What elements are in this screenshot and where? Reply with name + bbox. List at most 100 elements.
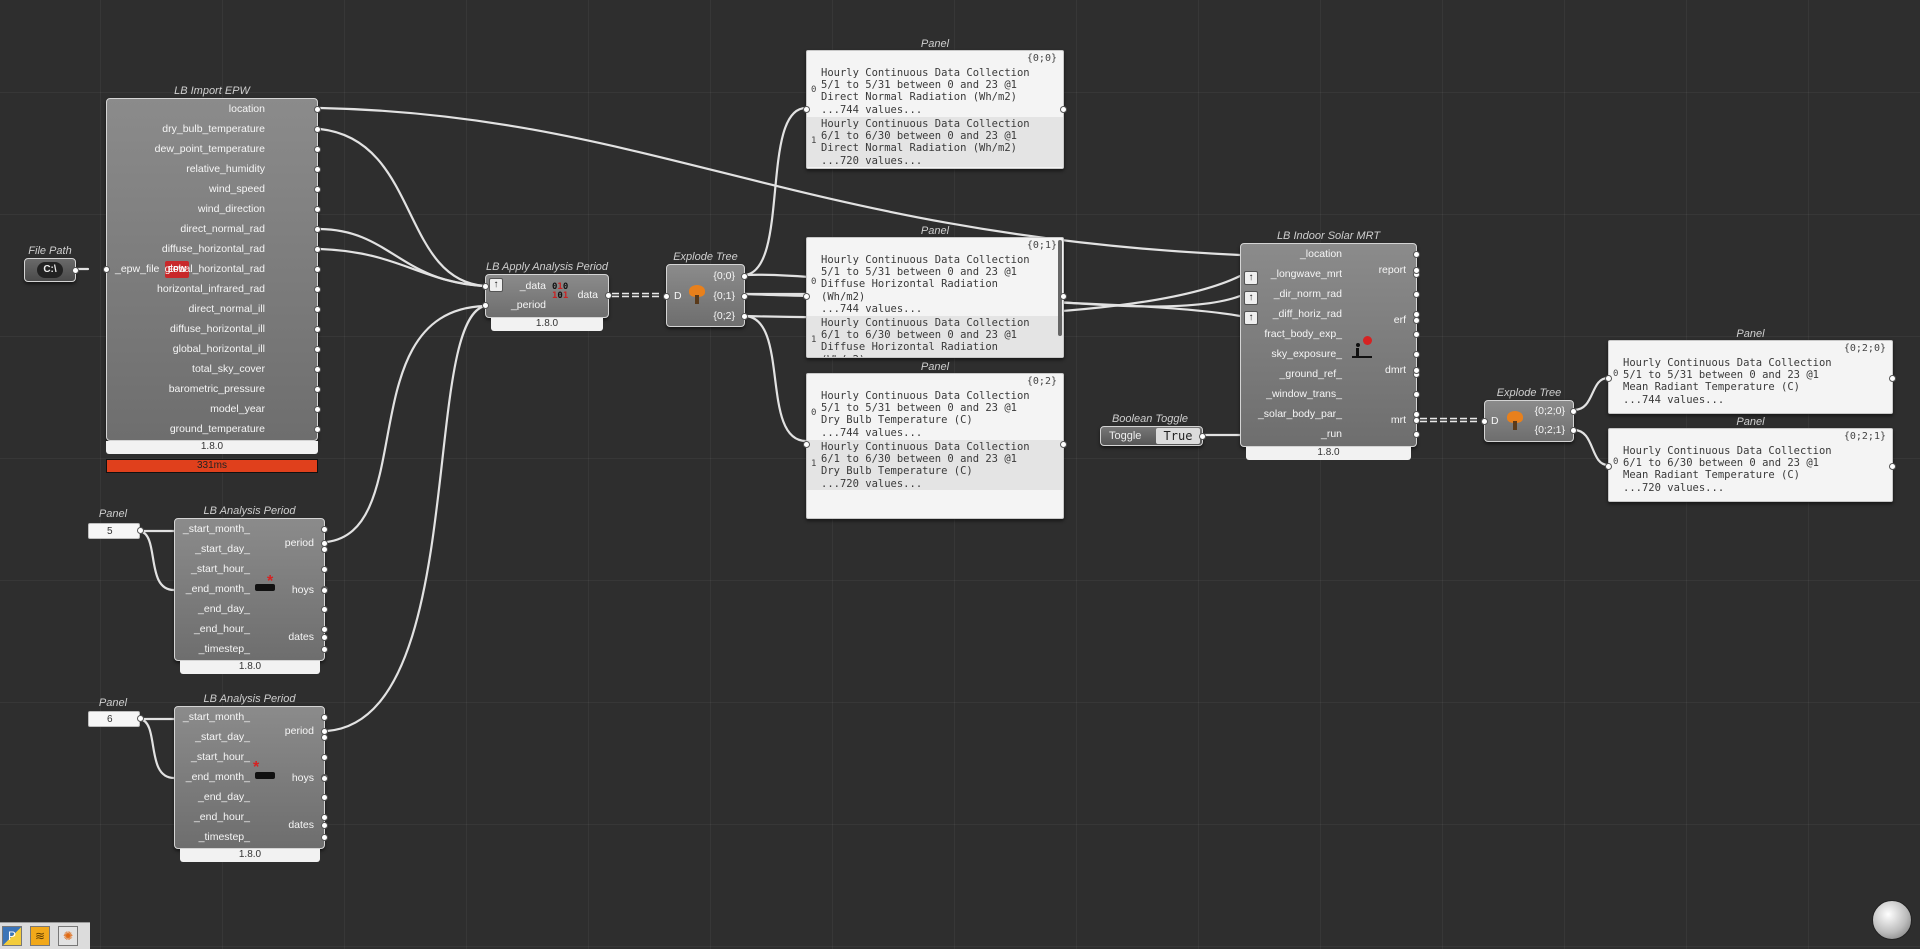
panel-0-2-0-output-dot[interactable] bbox=[1889, 375, 1896, 382]
mrt-input-fract-body-exp[interactable]: fract_body_exp_ bbox=[1264, 328, 1342, 340]
mrt-input-longwave-mrt[interactable]: _longwave_mrt bbox=[1270, 268, 1342, 280]
ap1-input-start-hour-dot[interactable] bbox=[321, 566, 328, 573]
ap1-input-end-day-dot[interactable] bbox=[321, 606, 328, 613]
mrt-output-report-dot[interactable] bbox=[1413, 267, 1420, 274]
ap1-input-end-day[interactable]: _end_day_ bbox=[198, 603, 250, 615]
panel-0-2-1-input-dot[interactable] bbox=[1605, 463, 1612, 470]
mrt-output-erf[interactable]: erf bbox=[1393, 314, 1406, 326]
epw-output-global-horizontal-ill[interactable]: global_horizontal_ill bbox=[172, 343, 265, 355]
panel-0-0-input-dot[interactable] bbox=[803, 106, 810, 113]
mrt-input-location-dot[interactable] bbox=[1413, 251, 1420, 258]
epw-output-model-year-dot[interactable] bbox=[314, 406, 321, 413]
epw-output-dry-bulb-temperature-dot[interactable] bbox=[314, 126, 321, 133]
panel-0-1[interactable]: Panel {0;1} 0 Hourly Continuous Data Col… bbox=[803, 225, 1067, 358]
ap2-output-hoys[interactable]: hoys bbox=[291, 772, 314, 784]
ap1-input-timestep[interactable]: _timestep_ bbox=[198, 643, 250, 655]
epw-output-global-horizontal-ill-dot[interactable] bbox=[314, 346, 321, 353]
epw-output-direct-normal-rad-dot[interactable] bbox=[314, 226, 321, 233]
mrt-output-dmrt-dot[interactable] bbox=[1413, 367, 1420, 374]
ap1-input-end-hour-dot[interactable] bbox=[321, 626, 328, 633]
ap1-input-timestep-dot[interactable] bbox=[321, 646, 328, 653]
epw-output-wind-direction-dot[interactable] bbox=[314, 206, 321, 213]
epw-output-ground-temperature[interactable]: ground_temperature bbox=[169, 423, 265, 435]
panel-5-output-dot[interactable] bbox=[137, 527, 144, 534]
apply-period-output-dot[interactable] bbox=[605, 292, 612, 299]
mrt-input-sky-exposure-dot[interactable] bbox=[1413, 351, 1420, 358]
panel-0-2-input-dot[interactable] bbox=[803, 441, 810, 448]
mrt-input-run-dot[interactable] bbox=[1413, 431, 1420, 438]
explode-tree-1-output-2-dot[interactable] bbox=[741, 313, 748, 320]
mrt-input-ground-ref[interactable]: _ground_ref_ bbox=[1279, 368, 1342, 380]
epw-output-total-sky-cover-dot[interactable] bbox=[314, 366, 321, 373]
panel-0-2[interactable]: Panel {0;2} 0 Hourly Continuous Data Col… bbox=[803, 361, 1067, 519]
ap2-output-dates-dot[interactable] bbox=[321, 822, 328, 829]
ap1-input-start-day[interactable]: _start_day_ bbox=[195, 543, 250, 555]
file-path-param[interactable]: File Path C:\ bbox=[24, 245, 79, 282]
panel-0-0-output-dot[interactable] bbox=[1060, 106, 1067, 113]
mrt-input-dir-norm-rad-dot[interactable] bbox=[1413, 291, 1420, 298]
ap1-output-dates-dot[interactable] bbox=[321, 634, 328, 641]
panel-0-2-0[interactable]: Panel {0;2;0} 0 Hourly Continuous Data C… bbox=[1605, 328, 1896, 414]
panel-0-2-0-input-dot[interactable] bbox=[1605, 375, 1612, 382]
explode-tree-1-input-dot[interactable] bbox=[663, 293, 670, 300]
epw-output-barometric-pressure-dot[interactable] bbox=[314, 386, 321, 393]
mrt-input-window-trans[interactable]: _window_trans_ bbox=[1266, 388, 1342, 400]
apply-period-input-dot-2[interactable] bbox=[482, 302, 489, 309]
epw-output-total-sky-cover[interactable]: total_sky_cover bbox=[192, 363, 265, 375]
mrt-input-fract-body-exp-dot[interactable] bbox=[1413, 331, 1420, 338]
ap1-input-start-month[interactable]: _start_month_ bbox=[182, 523, 250, 535]
epw-output-global-horizontal-rad[interactable]: global_horizontal_rad bbox=[164, 263, 265, 275]
ap2-output-period[interactable]: period bbox=[284, 725, 314, 737]
mrt-output-dmrt[interactable]: dmrt bbox=[1385, 364, 1406, 376]
apply-period-input-dot-1[interactable] bbox=[482, 283, 489, 290]
ap1-input-start-hour[interactable]: _start_hour_ bbox=[191, 563, 250, 575]
epw-output-diffuse-horizontal-rad-dot[interactable] bbox=[314, 246, 321, 253]
explode-tree-2-input-dot[interactable] bbox=[1481, 418, 1488, 425]
epw-output-diffuse-horizontal-ill-dot[interactable] bbox=[314, 326, 321, 333]
boolean-toggle[interactable]: Toggle True bbox=[1100, 426, 1206, 446]
epw-output-horizontal-infrared-rad[interactable]: horizontal_infrared_rad bbox=[157, 283, 265, 295]
ap1-input-start-day-dot[interactable] bbox=[321, 546, 328, 553]
explode-tree-1-output-1-dot[interactable] bbox=[741, 293, 748, 300]
ap2-input-end-hour[interactable]: _end_hour_ bbox=[193, 811, 250, 823]
explode-tree-2-output-0[interactable]: {0;2;0} bbox=[1534, 405, 1565, 417]
ap1-output-period-dot[interactable] bbox=[321, 540, 328, 547]
panel-6[interactable]: 6 bbox=[88, 711, 140, 727]
panel-0-0[interactable]: Panel {0;0} 0 Hourly Continuous Data Col… bbox=[803, 38, 1067, 169]
epw-output-ground-temperature-dot[interactable] bbox=[314, 426, 321, 433]
panel-6-output-dot[interactable] bbox=[137, 715, 144, 722]
mrt-input-diff-horiz-rad[interactable]: _diff_horiz_rad bbox=[1272, 308, 1342, 320]
ap1-output-dates[interactable]: dates bbox=[288, 631, 314, 643]
mrt-input-window-trans-dot[interactable] bbox=[1413, 391, 1420, 398]
ap2-input-start-month[interactable]: _start_month_ bbox=[182, 711, 250, 723]
lb-apply-analysis-period-node[interactable]: LB Apply Analysis Period ↑ _data _period… bbox=[482, 261, 612, 318]
ap1-input-end-hour[interactable]: _end_hour_ bbox=[193, 623, 250, 635]
epw-output-relative-humidity-dot[interactable] bbox=[314, 166, 321, 173]
explode-tree-1-output-0-dot[interactable] bbox=[741, 273, 748, 280]
ap1-output-hoys-dot[interactable] bbox=[321, 587, 328, 594]
epw-output-location[interactable]: location bbox=[228, 103, 265, 115]
panel-0-2-1-output-dot[interactable] bbox=[1889, 463, 1896, 470]
epw-output-location-dot[interactable] bbox=[314, 106, 321, 113]
mrt-input-run[interactable]: _run bbox=[1320, 428, 1342, 440]
mrt-input-location[interactable]: _location bbox=[1299, 248, 1342, 260]
navigation-sphere-icon[interactable] bbox=[1872, 900, 1912, 940]
explode-tree-1-output-1[interactable]: {0;1} bbox=[713, 290, 735, 302]
ap2-input-end-day[interactable]: _end_day_ bbox=[198, 791, 250, 803]
mrt-output-report[interactable]: report bbox=[1378, 264, 1406, 276]
epw-output-direct-normal-rad[interactable]: direct_normal_rad bbox=[180, 223, 265, 235]
ap2-input-start-day-dot[interactable] bbox=[321, 734, 328, 741]
mrt-output-mrt[interactable]: mrt bbox=[1390, 414, 1406, 426]
ap2-output-dates[interactable]: dates bbox=[288, 819, 314, 831]
ap1-output-period[interactable]: period bbox=[284, 537, 314, 549]
explode-tree-1-input[interactable]: D bbox=[674, 290, 682, 302]
epw-output-horizontal-infrared-rad-dot[interactable] bbox=[314, 286, 321, 293]
explode-tree-node-2[interactable]: Explode Tree D {0;2;0}{0;2;1} bbox=[1481, 387, 1577, 442]
panel-0-2-output-dot[interactable] bbox=[1060, 441, 1067, 448]
explode-tree-node-1[interactable]: Explode Tree D {0;0}{0;1}{0;2} bbox=[663, 251, 748, 327]
grasshopper-icon[interactable]: ≋ bbox=[30, 926, 50, 946]
lb-analysis-period-node-2[interactable]: LB Analysis Period _start_month__start_d… bbox=[174, 693, 328, 849]
mrt-output-erf-dot[interactable] bbox=[1413, 317, 1420, 324]
apply-period-period-input[interactable]: _period bbox=[510, 299, 546, 311]
explode-tree-1-output-2[interactable]: {0;2} bbox=[713, 310, 735, 322]
